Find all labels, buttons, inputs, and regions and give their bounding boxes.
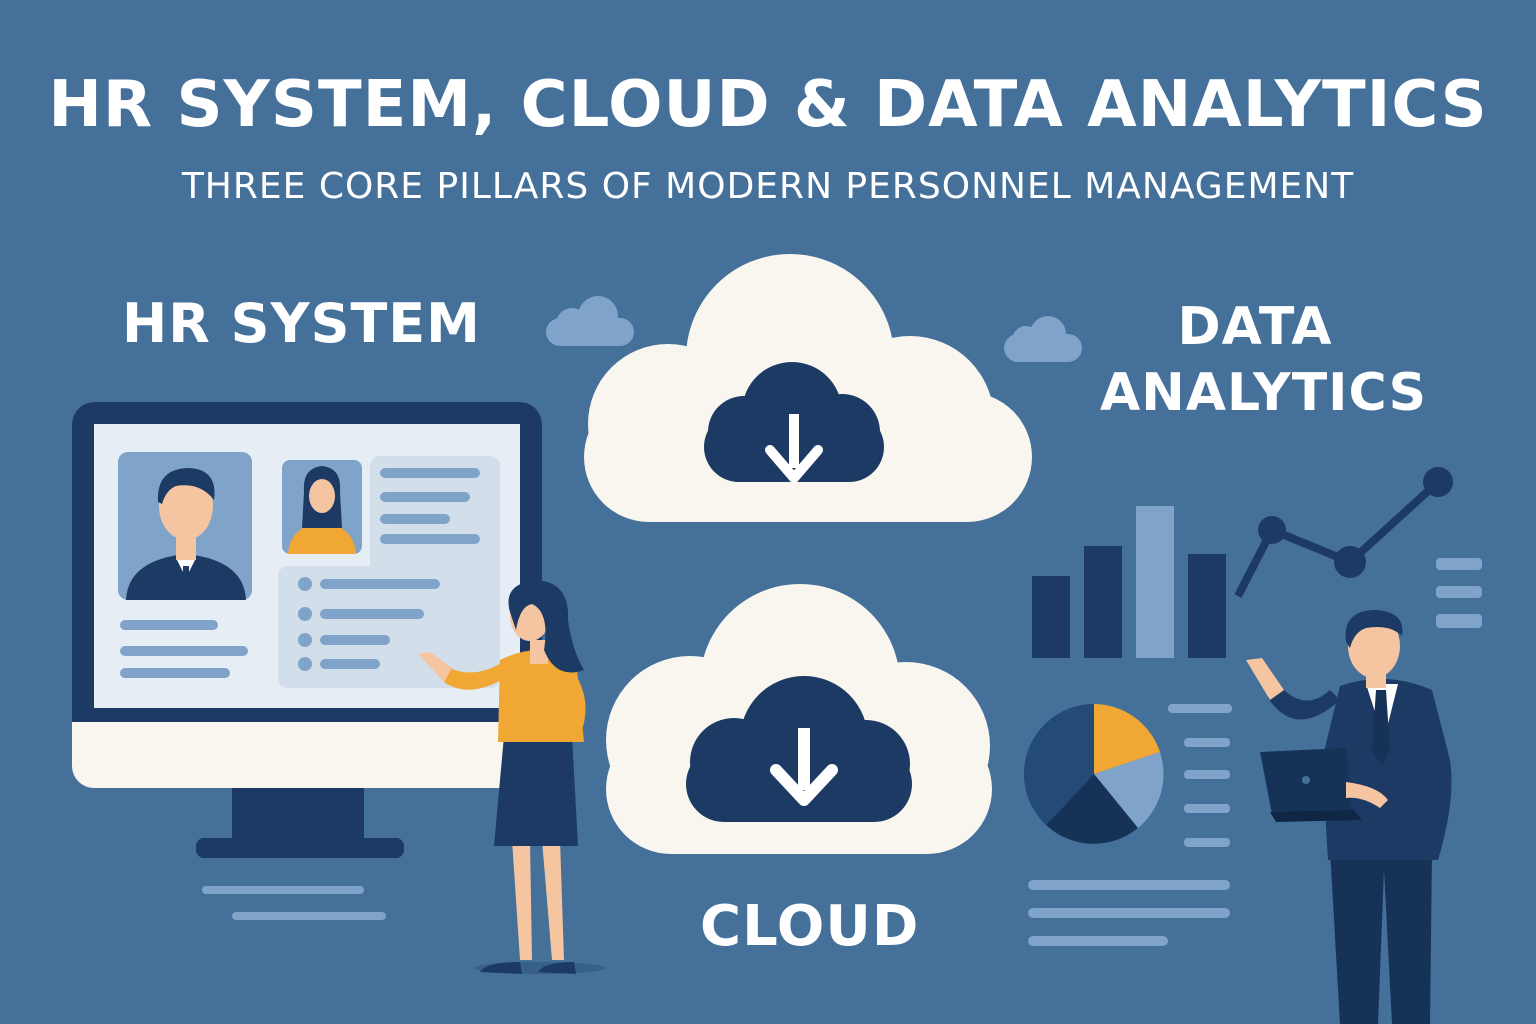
data-analytics-label: DATA ANALYTICS xyxy=(1100,297,1428,423)
small-cloud-right-icon xyxy=(1004,316,1082,362)
bar-chart-icon xyxy=(1032,506,1226,658)
small-cloud-left-icon xyxy=(546,296,634,346)
pie-chart-icon xyxy=(1023,704,1164,844)
cloud-download-icon xyxy=(704,362,884,483)
cloud-download-icon xyxy=(686,676,912,822)
floor-lines-left xyxy=(202,886,386,920)
pie-legend-lines xyxy=(1168,704,1232,847)
employee-card-female xyxy=(282,460,362,554)
line-chart-icon xyxy=(1234,467,1453,598)
hr-system-label: HR SYSTEM xyxy=(122,292,481,355)
laptop-icon xyxy=(1260,748,1388,822)
cloud-label: CLOUD xyxy=(700,894,920,959)
floor-lines-right xyxy=(1028,880,1230,946)
woman-figure xyxy=(418,580,606,974)
profile-detail-panel xyxy=(120,456,500,688)
page-title: HR SYSTEM, CLOUD & DATA ANALYTICS xyxy=(48,68,1488,142)
legend-lines-right xyxy=(1436,558,1482,628)
page-subtitle: THREE CORE PILLARS OF MODERN PERSONNEL M… xyxy=(181,166,1355,207)
employee-card-male xyxy=(118,452,252,600)
